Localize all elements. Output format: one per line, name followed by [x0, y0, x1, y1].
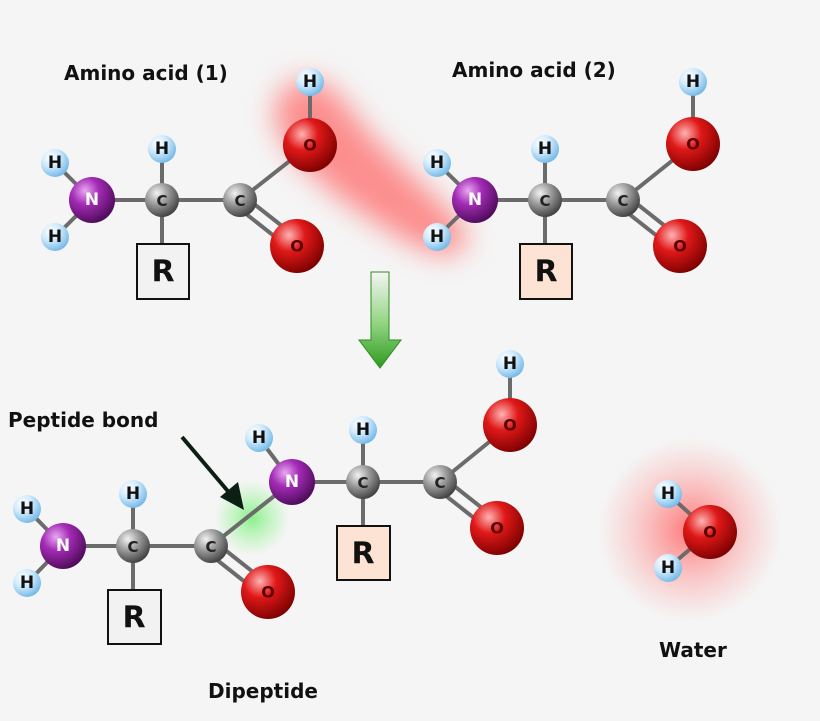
- side-chain-box-aa2: R: [519, 243, 573, 300]
- hydrogen-atom: H: [531, 135, 559, 163]
- oxygen-atom: O: [683, 505, 737, 559]
- amino-acid-1-label: Amino acid (1): [64, 61, 228, 85]
- svg-text:O: O: [290, 237, 304, 256]
- svg-text:C: C: [357, 474, 368, 492]
- hydrogen-atom: H: [654, 554, 682, 582]
- svg-text:H: H: [661, 484, 675, 504]
- svg-text:O: O: [261, 583, 275, 602]
- svg-text:O: O: [303, 136, 317, 155]
- nitrogen-atom: N: [269, 459, 315, 505]
- side-chain-box-aa1: R: [136, 243, 190, 300]
- carbon-atom: C: [528, 183, 562, 217]
- hydrogen-atom: H: [148, 135, 176, 163]
- svg-text:C: C: [127, 538, 138, 556]
- svg-text:C: C: [539, 192, 550, 210]
- svg-text:H: H: [252, 428, 266, 448]
- hydrogen-atom: H: [41, 223, 69, 251]
- carbon-atom: C: [145, 183, 179, 217]
- hydrogen-atom: H: [423, 149, 451, 177]
- svg-text:C: C: [205, 538, 216, 556]
- water-label: Water: [659, 638, 727, 662]
- carbon-atom: C: [423, 465, 457, 499]
- oxygen-atom: O: [666, 117, 720, 171]
- dipeptide-label: Dipeptide: [208, 679, 318, 703]
- side-chain-box-dipeptide-1: R: [107, 589, 162, 645]
- atoms: H H N H C C H O O H H N H C C H O O H H …: [13, 68, 737, 619]
- svg-text:N: N: [85, 190, 99, 210]
- svg-text:N: N: [468, 190, 482, 210]
- svg-text:H: H: [20, 573, 34, 593]
- carbon-atom: C: [223, 183, 257, 217]
- svg-text:H: H: [303, 72, 317, 92]
- svg-text:H: H: [155, 139, 169, 159]
- hydrogen-atom: H: [654, 480, 682, 508]
- amino-acid-2-label: Amino acid (2): [452, 58, 616, 82]
- side-chain-label: R: [351, 537, 374, 572]
- nitrogen-atom: N: [40, 523, 86, 569]
- carbon-atom: C: [116, 529, 150, 563]
- svg-text:O: O: [686, 135, 700, 154]
- svg-text:H: H: [356, 420, 370, 440]
- carbon-atom: C: [346, 465, 380, 499]
- svg-text:H: H: [48, 153, 62, 173]
- svg-text:N: N: [285, 472, 299, 492]
- oxygen-atom: O: [270, 219, 324, 273]
- svg-text:H: H: [430, 227, 444, 247]
- hydrogen-atom: H: [119, 480, 147, 508]
- hydrogen-atom: H: [13, 495, 41, 523]
- svg-text:H: H: [430, 153, 444, 173]
- side-chain-label: R: [151, 255, 174, 290]
- carbon-atom: C: [194, 529, 228, 563]
- oxygen-atom: O: [470, 501, 524, 555]
- hydrogen-atom: H: [245, 424, 273, 452]
- hydrogen-atom: H: [349, 416, 377, 444]
- hydrogen-atom: H: [41, 149, 69, 177]
- down-arrow-icon: [358, 271, 402, 369]
- carbon-atom: C: [606, 183, 640, 217]
- oxygen-atom: O: [653, 219, 707, 273]
- oxygen-atom: O: [483, 398, 537, 452]
- nitrogen-atom: N: [69, 177, 115, 223]
- side-chain-boxes: R R R R: [107, 243, 573, 645]
- svg-text:H: H: [20, 499, 34, 519]
- peptide-bond-pointer: [180, 435, 244, 510]
- svg-text:H: H: [661, 558, 675, 578]
- side-chain-label: R: [122, 601, 145, 636]
- svg-text:H: H: [503, 354, 517, 374]
- svg-text:C: C: [156, 192, 167, 210]
- svg-text:O: O: [673, 237, 687, 256]
- svg-text:C: C: [234, 192, 245, 210]
- svg-text:O: O: [503, 416, 517, 435]
- svg-text:O: O: [703, 523, 717, 542]
- svg-text:H: H: [686, 72, 700, 92]
- svg-text:H: H: [538, 139, 552, 159]
- hydrogen-atom: H: [13, 569, 41, 597]
- hydrogen-atom: H: [296, 68, 324, 96]
- svg-text:N: N: [56, 536, 70, 556]
- svg-text:C: C: [617, 192, 628, 210]
- side-chain-label: R: [534, 255, 557, 290]
- hydrogen-atom: H: [496, 350, 524, 378]
- peptide-bond-label: Peptide bond: [8, 408, 158, 432]
- nitrogen-atom: N: [452, 177, 498, 223]
- hydrogen-atom: H: [423, 223, 451, 251]
- reaction-arrow: [358, 271, 402, 369]
- svg-text:O: O: [490, 519, 504, 538]
- oxygen-atom: O: [241, 565, 295, 619]
- hydrogen-atom: H: [679, 68, 707, 96]
- svg-text:H: H: [126, 484, 140, 504]
- oxygen-atom: O: [283, 118, 337, 172]
- svg-text:C: C: [434, 474, 445, 492]
- svg-text:H: H: [48, 227, 62, 247]
- side-chain-box-dipeptide-2: R: [336, 525, 391, 581]
